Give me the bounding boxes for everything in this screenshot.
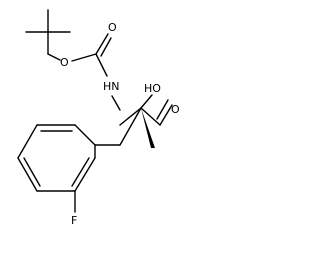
fluorophenyl-ring	[17, 124, 96, 213]
bond	[111, 95, 121, 111]
bond	[71, 157, 90, 187]
bond	[140, 94, 153, 109]
bond	[95, 53, 108, 77]
ester-oxygen-label: O	[60, 56, 69, 69]
bond	[95, 33, 109, 55]
bond	[71, 53, 97, 62]
bond	[74, 124, 96, 146]
tert-butyl-group	[25, 9, 71, 55]
bond	[47, 53, 61, 61]
bond	[17, 157, 38, 192]
bond	[159, 104, 173, 126]
molecule-structure: O O HN HO O F	[17, 9, 180, 227]
bond	[156, 99, 169, 120]
bond	[23, 157, 41, 187]
boc-carbamate	[47, 33, 121, 111]
bond	[119, 107, 142, 146]
bond	[74, 157, 96, 192]
bond	[17, 124, 38, 159]
bond	[140, 107, 161, 126]
bond	[119, 107, 142, 126]
carbonyl-oxygen-label: O	[108, 21, 117, 34]
fluorine-label: F	[71, 214, 77, 227]
amino-acid-core	[94, 94, 173, 148]
nitrogen-label: HN	[103, 80, 120, 93]
bond	[100, 37, 112, 57]
wedge-bond	[141, 108, 155, 148]
hydroxyl-label: HO	[144, 82, 161, 95]
acid-oxygen-label: O	[171, 103, 180, 116]
